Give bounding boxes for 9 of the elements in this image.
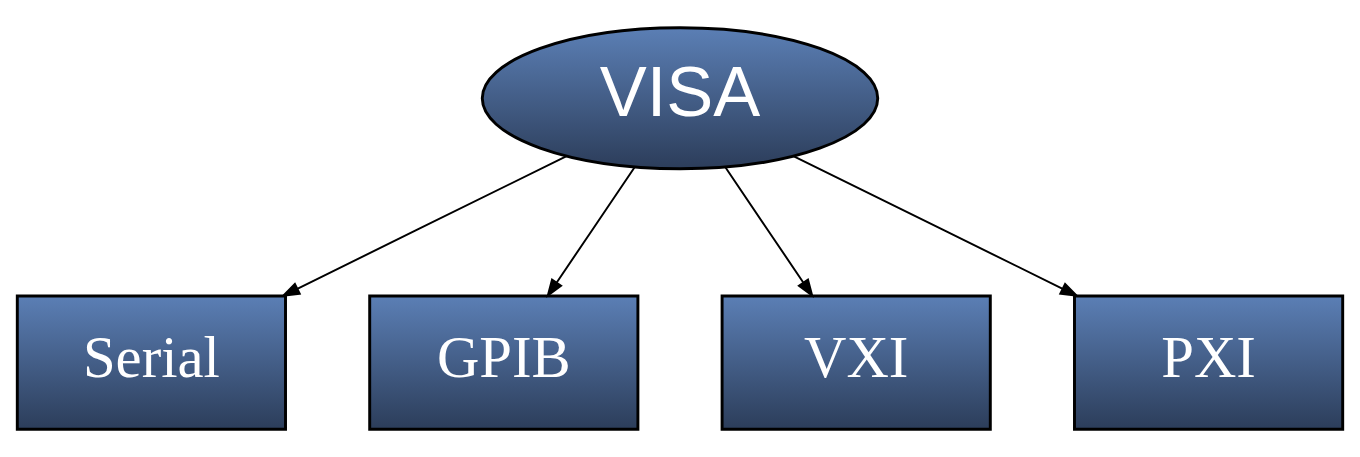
node-ellipse: VISA: [480, 26, 880, 171]
node-box: VXI: [720, 294, 992, 431]
arrow: [724, 166, 814, 299]
node-box: GPIB: [368, 294, 640, 431]
node-box: Serial: [15, 294, 287, 431]
node-box: PXI: [1073, 294, 1345, 431]
arrow: [280, 155, 568, 297]
arrow: [792, 155, 1080, 297]
arrow: [546, 166, 636, 299]
